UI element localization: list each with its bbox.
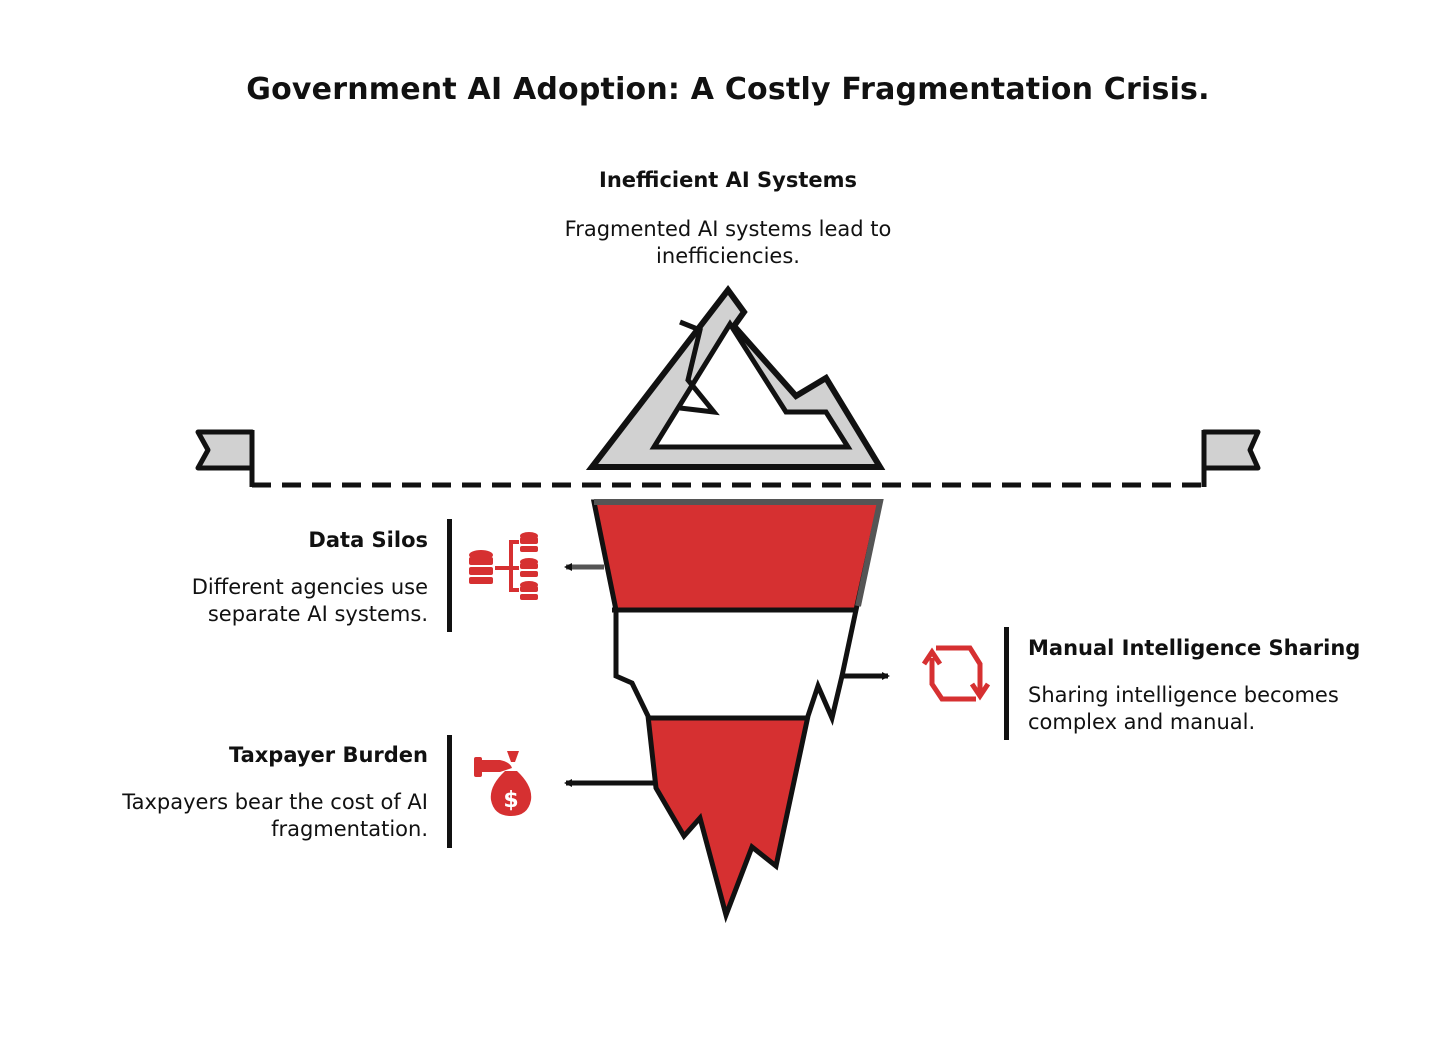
left-flag xyxy=(195,429,255,487)
item-heading: Data Silos xyxy=(308,528,428,552)
item-divider xyxy=(1004,627,1009,740)
top-item-description: Fragmented AI systems lead to inefficien… xyxy=(564,217,892,268)
iceberg-tip-crack xyxy=(679,319,720,416)
money-bag-hand-icon: $ xyxy=(474,751,532,816)
band-data-silos xyxy=(594,502,880,610)
item-divider xyxy=(447,735,452,848)
right-flag xyxy=(1201,429,1261,487)
item-taxpayer-burden: Taxpayer Burden Taxpayers bear the cost … xyxy=(90,741,428,843)
database-hierarchy-icon xyxy=(469,532,538,600)
iceberg-underwater-outline xyxy=(590,499,884,924)
iceberg-top-edge xyxy=(594,499,884,607)
item-data-silos: Data Silos Different agencies use separa… xyxy=(100,526,428,628)
item-description: Different agencies use separate AI syste… xyxy=(191,575,428,626)
item-divider xyxy=(447,519,452,632)
top-item: Inefficient AI Systems Fragmented AI sys… xyxy=(528,166,928,270)
item-description: Sharing intelligence becomes complex and… xyxy=(1028,683,1339,734)
band-manual-sharing xyxy=(594,610,880,718)
exchange-arrows-icon xyxy=(921,645,991,702)
svg-text:$: $ xyxy=(503,788,518,813)
top-item-heading: Inefficient AI Systems xyxy=(599,168,857,192)
item-heading: Taxpayer Burden xyxy=(228,743,428,767)
iceberg-tip-inner xyxy=(649,319,853,450)
diagram-title: Government AI Adoption: A Costly Fragmen… xyxy=(246,72,1210,107)
item-description: Taxpayers bear the cost of AI fragmentat… xyxy=(122,790,428,841)
item-heading: Manual Intelligence Sharing xyxy=(1028,636,1361,660)
item-manual-intelligence-sharing: Manual Intelligence Sharing Sharing inte… xyxy=(1028,634,1428,736)
iceberg-tip xyxy=(585,284,886,470)
